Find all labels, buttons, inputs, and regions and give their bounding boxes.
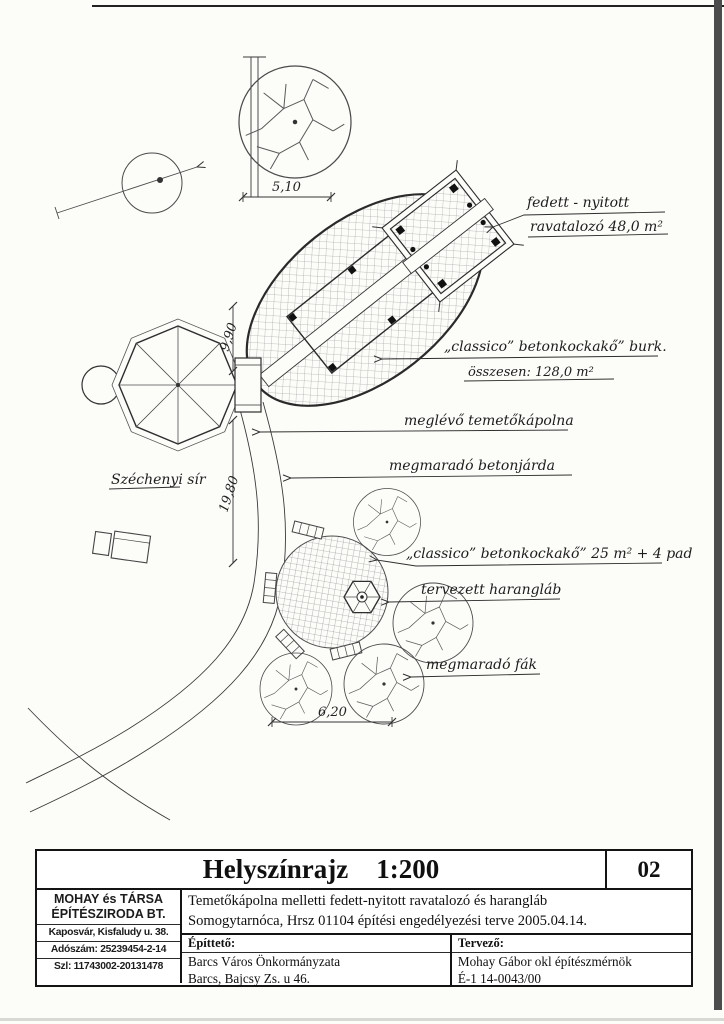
label-kapolna: meglévő temetőkápolna: [404, 413, 574, 429]
company-account-number: Szl: 11743002-20131478: [53, 961, 164, 972]
drawing-title-text: Helyszínrajz: [202, 854, 349, 884]
drawing-title: Helyszínrajz 1:200: [37, 851, 605, 888]
label-ravatalozo-line1: fedett - nyitott: [526, 195, 630, 211]
underline-osszesen: [463, 378, 615, 382]
scan-artifact-bottom-edge: [0, 1018, 724, 1021]
label-kockako: „classico” betonkockakő” 25 m² + 4 pad: [406, 546, 693, 562]
company-tax-number: Adószám: 25239454-2-14: [37, 942, 180, 959]
north-boundary-line: [243, 56, 266, 197]
mortuary-building: [372, 160, 524, 312]
sheet-number: 02: [605, 851, 691, 888]
leader-kapolna: [251, 428, 569, 436]
label-haranglab: tervezett harangláb: [421, 582, 561, 598]
leader-arrows: [108, 211, 669, 681]
bench: [329, 641, 363, 661]
label-ravatalozo-line2: ravatalozó 48,0 m²: [530, 219, 663, 235]
label-szechenyi-sir: Széchenyi sír: [111, 472, 207, 488]
bell-tower: [343, 580, 381, 614]
client-cell: Építtető: Barcs Város Önkormányzata Barc…: [182, 935, 450, 987]
title-row: Helyszínrajz 1:200 02: [37, 851, 691, 890]
leader-jarda: [282, 474, 573, 482]
company-name-line2: ÉPÍTÉSZIRODA BT.: [51, 906, 166, 921]
designer-line2: É-1 14-0043/00: [457, 970, 541, 986]
scan-artifact-top-edge: [92, 5, 724, 7]
parties-row: Építtető: Barcs Város Önkormányzata Barc…: [182, 934, 691, 987]
leader-kockako2: [368, 555, 663, 567]
dimension-value: 5,10: [272, 180, 301, 195]
company-name-line1: MOHAY és TÁRSA: [53, 892, 164, 906]
bench: [262, 572, 278, 604]
paved-circle: [262, 520, 389, 661]
chapel: [81, 318, 262, 452]
dimension-value: 6,20: [318, 705, 347, 720]
underline-ravatalozo: [527, 233, 669, 238]
leader-burkolat: [373, 355, 659, 363]
title-block: Helyszínrajz 1:200 02 MOHAY és TÁRSA ÉPÍ…: [35, 849, 693, 987]
dimension-19-80: 19,80: [217, 415, 243, 568]
dimension-value: 9,90: [218, 321, 241, 353]
project-line2: Somogytarnóca, Hrsz 01104 építési engedé…: [188, 913, 588, 930]
site-plan-drawing: 5,10 9,90 19,80 6,20: [25, 56, 693, 821]
project-description: Temetőkápolna melletti fedett-nyitott ra…: [182, 890, 691, 935]
project-block: Temetőkápolna melletti fedett-nyitott ra…: [182, 890, 691, 987]
leader-fak: [402, 673, 541, 681]
designer-cell: Tervező: Mohay Gábor okl építészmérnök É…: [449, 934, 691, 987]
underline-sir: [108, 486, 181, 490]
survey-mark: [54, 152, 206, 220]
label-burkolat-line2: összesen: 128,0 m²: [468, 365, 594, 380]
grave-symbol: [91, 530, 152, 564]
title-block-body: MOHAY és TÁRSA ÉPÍTÉSZIRODA BT. Kaposvár…: [37, 890, 691, 987]
company-address: Kaposvár, Kisfaludy u. 38.: [37, 925, 180, 942]
client-line2: Barcs, Bajcsy Zs. u 46.: [188, 970, 310, 986]
client-label: Építtető:: [182, 935, 450, 953]
dimension-value: 19,80: [217, 474, 243, 514]
designer-label: Tervező:: [451, 935, 691, 953]
dimension-5-10: 5,10: [238, 180, 336, 202]
dimension-6-20: 6,20: [267, 705, 397, 727]
label-burkolat-line1: „classico” betonkockakő” burk.: [444, 339, 667, 355]
scan-artifact-right-edge: [714, 0, 722, 1010]
leader-ravatalozo: [484, 211, 666, 234]
walkway-path: [25, 401, 287, 821]
company-name: MOHAY és TÁRSA ÉPÍTÉSZIRODA BT.: [37, 890, 180, 925]
leader-haranglab: [380, 598, 561, 606]
chapel-porch: [234, 357, 262, 413]
drawing-scale: 1:200: [376, 854, 440, 884]
bench: [291, 520, 325, 540]
label-jarda: megmaradó betonjárda: [389, 458, 555, 474]
project-line1: Temetőkápolna melletti fedett-nyitott ra…: [188, 893, 548, 909]
client-line1: Barcs Város Önkormányzata: [188, 953, 341, 969]
company-block: MOHAY és TÁRSA ÉPÍTÉSZIRODA BT. Kaposvár…: [37, 890, 182, 983]
bench: [275, 628, 305, 660]
label-fak: megmaradó fák: [426, 657, 537, 673]
designer-line1: Mohay Gábor okl építészmérnök: [457, 953, 632, 969]
tree: [238, 65, 352, 179]
tree: [343, 643, 425, 725]
